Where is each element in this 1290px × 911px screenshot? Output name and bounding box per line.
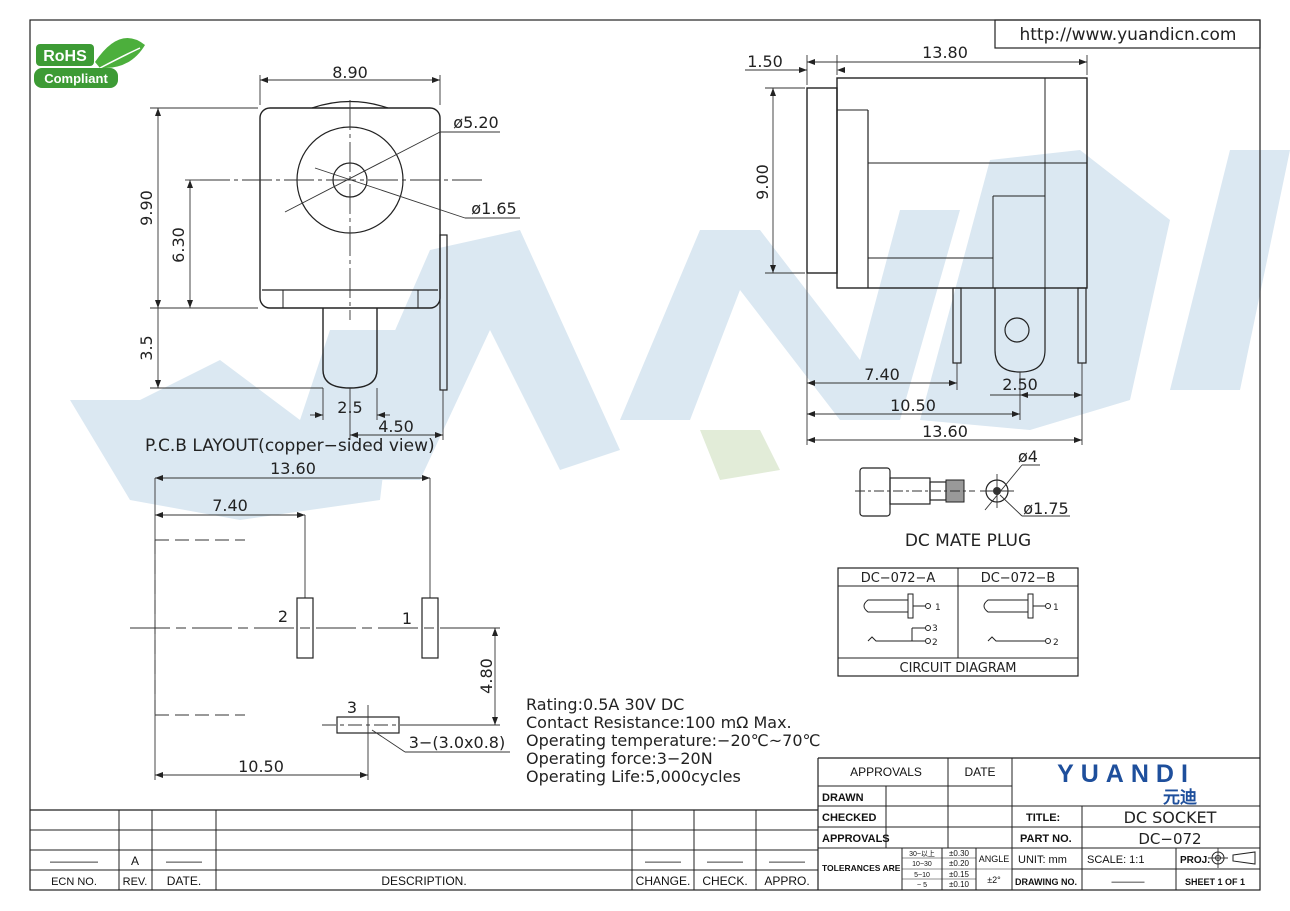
tb-tol-value-1: ±0.30	[949, 849, 970, 858]
rev-row-rev: A	[131, 854, 139, 868]
spec-force: Operating force:3−20N	[526, 749, 713, 768]
rev-row-date: ———	[166, 854, 202, 868]
tb-part-label: PART NO.	[1020, 833, 1072, 845]
rev-header-rev: REV.	[123, 876, 148, 888]
dim-pin-offset: 4.50	[378, 417, 414, 436]
circuit-b-pin2: 2	[1053, 638, 1059, 648]
circuit-col-a: DC−072−A	[861, 571, 936, 586]
website-box	[994, 19, 1261, 49]
rev-row-check: ———	[707, 854, 743, 868]
website-text[interactable]: http://www.yuandicn.com	[1019, 25, 1236, 45]
yuandi-logo: YUANDI	[1057, 760, 1195, 788]
tb-drawing-no-value: ———	[1112, 876, 1145, 888]
pcb-dim-pin3: 10.50	[238, 757, 284, 776]
tb-approvals: APPROVALS	[822, 833, 890, 845]
spec-list: Rating:0.5A 30V DC Contact Resistance:10…	[526, 695, 821, 786]
rev-row-appro: ———	[769, 854, 805, 868]
drawing-frame	[29, 19, 1261, 891]
svg-text:RoHS: RoHS	[43, 48, 87, 65]
pcb-pin3: 3	[347, 698, 357, 717]
tb-angle: ANGLE	[979, 854, 1010, 864]
dim-side-height: 9.00	[753, 164, 772, 200]
dim-front-width: 8.90	[332, 63, 368, 82]
tb-sheet: SHEET 1 OF 1	[1185, 877, 1245, 887]
revision-table	[30, 758, 819, 890]
circuit-a-pin2: 2	[932, 638, 938, 648]
rev-row-change: ———	[645, 854, 681, 868]
dim-side-p4: 13.60	[922, 422, 968, 441]
tb-scale: SCALE: 1:1	[1087, 854, 1144, 866]
tb-tol-value-3: ±0.15	[949, 870, 970, 879]
rev-row-ecn: ————	[50, 854, 98, 868]
circuit-col-b: DC−072−B	[981, 571, 1056, 586]
tb-tol-value-2: ±0.20	[949, 859, 970, 868]
pcb-dim-vert: 4.80	[477, 658, 496, 694]
pcb-dim-total: 13.60	[270, 459, 316, 478]
rev-header-check: CHECK.	[702, 874, 747, 888]
tb-part-value: DC−072	[1138, 830, 1201, 848]
dim-side-length: 13.80	[922, 43, 968, 62]
circuit-diagram	[837, 567, 1079, 677]
dim-hole-inner: ø1.65	[471, 199, 516, 218]
pcb-title: P.C.B LAYOUT(copper−sided view)	[145, 436, 435, 456]
dim-side-front: 1.50	[747, 52, 783, 71]
rev-header-change: CHANGE.	[636, 874, 691, 888]
rohs-logo: RoHS Compliant	[34, 37, 145, 88]
dim-pin-width: 2.5	[337, 398, 362, 417]
dim-side-p1: 7.40	[864, 365, 900, 384]
tb-approvals-header: APPROVALS	[850, 765, 922, 779]
tb-tol-range-2: 10~30	[912, 861, 932, 868]
dc-mate-plug	[855, 464, 1070, 517]
svg-text:Compliant: Compliant	[44, 71, 108, 86]
rev-header-ecn: ECN NO.	[51, 876, 97, 888]
pcb-pin1: 1	[402, 609, 412, 628]
dim-hole-outer: ø5.20	[453, 113, 498, 132]
rev-header-description: DESCRIPTION.	[381, 874, 466, 888]
spec-contact-resistance: Contact Resistance:100 mΩ Max.	[526, 713, 792, 732]
plug-caption: DC MATE PLUG	[905, 531, 1031, 551]
tb-angle-tol: ±2°	[987, 875, 1001, 885]
dim-side-p2: 2.50	[1002, 375, 1038, 394]
dim-plug-inner: ø1.75	[1023, 499, 1068, 518]
pcb-dim-pin2: 7.40	[212, 496, 248, 515]
tb-unit: UNIT: mm	[1018, 854, 1067, 866]
tb-tolerances: TOLERANCES ARE	[822, 863, 901, 873]
tb-date-header: DATE	[964, 765, 995, 779]
pcb-pad-note: 3−(3.0x0.8)	[409, 733, 505, 752]
tb-proj: PROJ.	[1180, 855, 1210, 866]
tb-drawing-no: DRAWING NO.	[1015, 877, 1077, 887]
circuit-caption: CIRCUIT DIAGRAM	[900, 661, 1017, 676]
spec-rating: Rating:0.5A 30V DC	[526, 695, 684, 714]
dim-front-center: 6.30	[169, 227, 188, 263]
spec-temperature: Operating temperature:−20℃~70℃	[526, 731, 821, 750]
yuandi-logo-cn: 元迪	[1163, 787, 1197, 808]
rev-header-date: DATE.	[167, 874, 201, 888]
tb-title-label: TITLE:	[1026, 812, 1060, 824]
tb-tol-value-4: ±0.10	[949, 880, 970, 889]
tb-tol-range-1: 30~以上	[909, 849, 935, 858]
title-block	[818, 757, 1260, 890]
pcb-layout	[130, 475, 510, 780]
circuit-b-pin1: 1	[1053, 603, 1059, 613]
tb-tol-range-3: 5~10	[914, 872, 930, 879]
dim-front-height: 9.90	[137, 190, 156, 226]
dim-plug-outer: ø4	[1018, 447, 1038, 466]
spec-life: Operating Life:5,000cycles	[526, 767, 741, 786]
circuit-a-pin1: 1	[935, 603, 941, 613]
circuit-a-pin3: 3	[932, 624, 938, 634]
side-view	[745, 55, 1088, 445]
pcb-pin2: 2	[278, 607, 288, 626]
watermark-logo	[70, 150, 1290, 520]
rev-header-appro: APPRO.	[764, 874, 809, 888]
dim-pin-length: 3.5	[137, 335, 156, 360]
tb-checked: CHECKED	[822, 812, 876, 824]
tb-drawn: DRAWN	[822, 792, 864, 804]
dim-side-p3: 10.50	[890, 396, 936, 415]
tb-tol-range-4: ~ 5	[917, 882, 927, 889]
tb-title-value: DC SOCKET	[1124, 808, 1217, 827]
front-view	[150, 75, 520, 440]
